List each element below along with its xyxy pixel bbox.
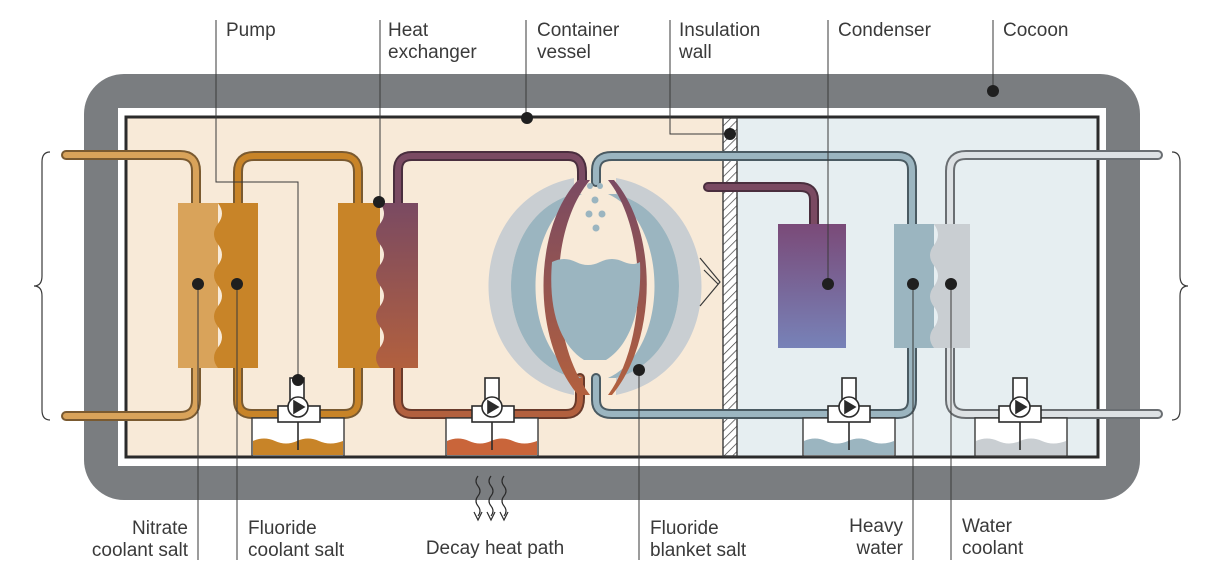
heavy-water-pipe (591, 151, 917, 419)
nitrate-fluoride-heat-exchanger (178, 203, 258, 368)
condenser-label: Condenser (838, 20, 931, 41)
decay-heat-path-label: Decay heat path (425, 538, 565, 559)
dot-container-vessel (521, 112, 533, 124)
dot-cocoon (987, 85, 999, 97)
insulation-wall-label: Insulation wall (679, 20, 761, 63)
dot-water (945, 278, 957, 290)
fuel-salt-pipe (393, 151, 587, 419)
water-tank (974, 417, 1068, 457)
left-brace (33, 151, 51, 421)
pump-icon (277, 377, 321, 450)
dot-nitrate (192, 278, 204, 290)
dot-insulation-wall (724, 128, 736, 140)
reactor-core (488, 178, 721, 395)
container-vessel-label: Container vessel (537, 20, 620, 63)
dot-heavy-water (907, 278, 919, 290)
condenser-feed-pipe (703, 182, 819, 231)
fluoride-blanket-salt-label: Fluoride blanket salt (650, 518, 747, 561)
container-vessel (124, 115, 1100, 459)
condenser (778, 224, 846, 348)
dot-heat-exchanger (373, 196, 385, 208)
heavy-water-water-heat-exchanger (894, 224, 970, 348)
heat-exchanger-label: Heat exchanger (388, 20, 477, 63)
pump-icon (998, 377, 1042, 450)
nitrate-coolant-salt-label: Nitrate coolant salt (91, 518, 188, 561)
right-brace (1171, 151, 1189, 421)
pump-icon (471, 377, 515, 450)
dot-pump (292, 374, 304, 386)
fluoride-coolant-pipe (233, 151, 363, 419)
water-coolant-label: Water coolant (962, 516, 1024, 559)
fluoride-coolant-salt-label: Fluoride coolant salt (248, 518, 345, 561)
dot-fluoride-coolant (231, 278, 243, 290)
heat-exchanger (338, 203, 418, 368)
dot-condenser (822, 278, 834, 290)
decay-heat-arrows-icon (473, 475, 509, 522)
cocoon-label: Cocoon (1003, 20, 1069, 41)
pump-label: Pump (226, 20, 276, 41)
leader-insulation-wall (669, 20, 730, 135)
dot-blanket (633, 364, 645, 376)
heavy-water-label: Heavy water (849, 516, 903, 559)
leader-pump (215, 20, 299, 380)
pump-icon (827, 377, 871, 450)
insulation-wall (722, 117, 738, 457)
